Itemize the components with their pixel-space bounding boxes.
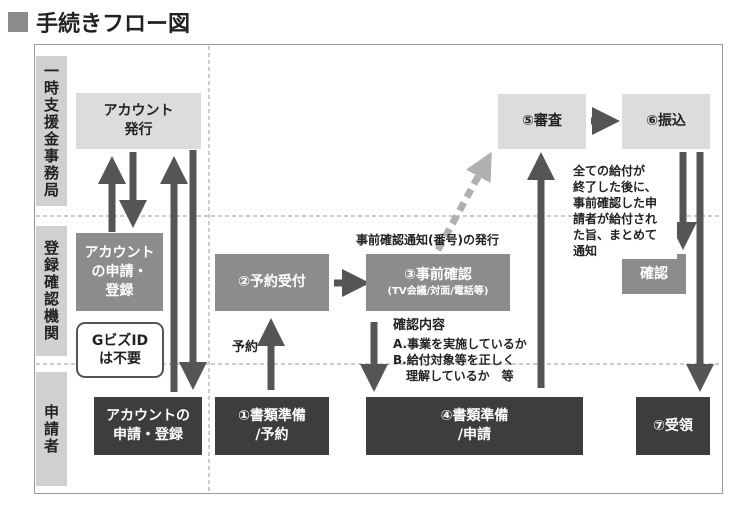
account-apply-org-box: アカウント の申請・ 登録 <box>76 233 163 311</box>
account-apply-user-box: アカウントの 申請・登録 <box>94 397 202 455</box>
docs-reserve-box: ①書類準備 /予約 <box>215 397 329 455</box>
reserve-label: 予約 <box>232 340 259 355</box>
page-title: 手続きフロー図 <box>36 12 191 37</box>
docs-apply-box: ④書類準備 /申請 <box>366 397 583 455</box>
confirm-content-b: B.給付対象等を正しく <box>393 353 515 367</box>
reservation-box: ②予約受付 <box>215 254 329 311</box>
confirm-box: 確認 <box>622 254 686 294</box>
gbiz-callout-text: GビズID は不要 <box>91 333 149 367</box>
pre-check-sub: (TV会議/対面/電話等) <box>387 286 489 297</box>
pre-check-box: ③事前確認 (TV会議/対面/電話等) <box>366 254 510 311</box>
confirm-content-b2: 理解しているか 等 <box>406 369 514 383</box>
transfer-box: ⑥振込 <box>622 94 710 149</box>
pre-check-title: ③事前確認 <box>404 267 472 283</box>
review-box: ⑤審査 <box>498 94 586 149</box>
payment-note: 全ての給付が 終了した後に、 事前確認した申 請者が給付され た旨、まとめて 通… <box>573 163 677 259</box>
title-square-icon <box>8 12 28 32</box>
confirm-content-title: 確認内容 <box>393 318 446 333</box>
account-issue-box: アカウント 発行 <box>76 93 201 149</box>
lane-registered-org: 登録確認機関 <box>36 226 67 356</box>
confirm-content-a: A.事業を実施しているか <box>393 337 527 351</box>
lane-applicant: 申請者 <box>36 372 67 486</box>
diagram-frame <box>34 44 723 494</box>
receive-box: ⑦受領 <box>636 397 710 455</box>
lane-secretariat: 一時支援金事務局 <box>36 56 67 206</box>
gbiz-callout: GビズID は不要 <box>76 322 164 378</box>
notify-label: 事前確認通知(番号)の発行 <box>356 233 499 247</box>
